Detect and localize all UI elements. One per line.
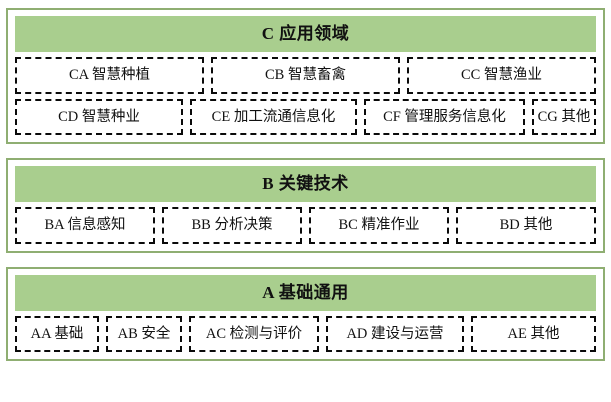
node-cf[interactable]: CF 管理服务信息化 <box>364 98 525 135</box>
section-a-header: A 基础通用 <box>15 274 596 311</box>
node-ba[interactable]: BA 信息感知 <box>15 207 155 244</box>
section-c-row-1: CA 智慧种植 CB 智慧畜禽 CC 智慧渔业 <box>15 57 596 94</box>
section-c-row-2: CD 智慧种业 CE 加工流通信息化 CF 管理服务信息化 CG 其他 <box>15 98 596 135</box>
section-c-application-domains: C 应用领域 CA 智慧种植 CB 智慧畜禽 CC 智慧渔业 CD 智慧种业 C… <box>6 8 605 144</box>
section-b-header: B 关键技术 <box>15 166 596 202</box>
node-ac[interactable]: AC 检测与评价 <box>189 315 319 352</box>
node-cd[interactable]: CD 智慧种业 <box>15 98 183 135</box>
node-ad[interactable]: AD 建设与运营 <box>326 315 464 352</box>
section-c-header: C 应用领域 <box>15 16 596 52</box>
node-bd[interactable]: BD 其他 <box>456 207 596 244</box>
node-bc[interactable]: BC 精准作业 <box>309 207 449 244</box>
node-ca[interactable]: CA 智慧种植 <box>15 57 204 94</box>
node-cc[interactable]: CC 智慧渔业 <box>407 57 596 94</box>
node-cb[interactable]: CB 智慧畜禽 <box>211 57 400 94</box>
section-b-key-technologies: B 关键技术 BA 信息感知 BB 分析决策 BC 精准作业 BD 其他 <box>6 158 605 253</box>
node-ce[interactable]: CE 加工流通信息化 <box>190 98 357 135</box>
node-cg[interactable]: CG 其他 <box>532 98 596 135</box>
section-a-row-1: AA 基础 AB 安全 AC 检测与评价 AD 建设与运营 AE 其他 <box>15 315 596 352</box>
section-a-foundation-general: A 基础通用 AA 基础 AB 安全 AC 检测与评价 AD 建设与运营 AE … <box>6 266 605 361</box>
node-aa[interactable]: AA 基础 <box>15 315 99 352</box>
node-ab[interactable]: AB 安全 <box>106 315 182 352</box>
section-b-row-1: BA 信息感知 BB 分析决策 BC 精准作业 BD 其他 <box>15 207 596 244</box>
node-ae[interactable]: AE 其他 <box>471 315 596 352</box>
node-bb[interactable]: BB 分析决策 <box>162 207 302 244</box>
